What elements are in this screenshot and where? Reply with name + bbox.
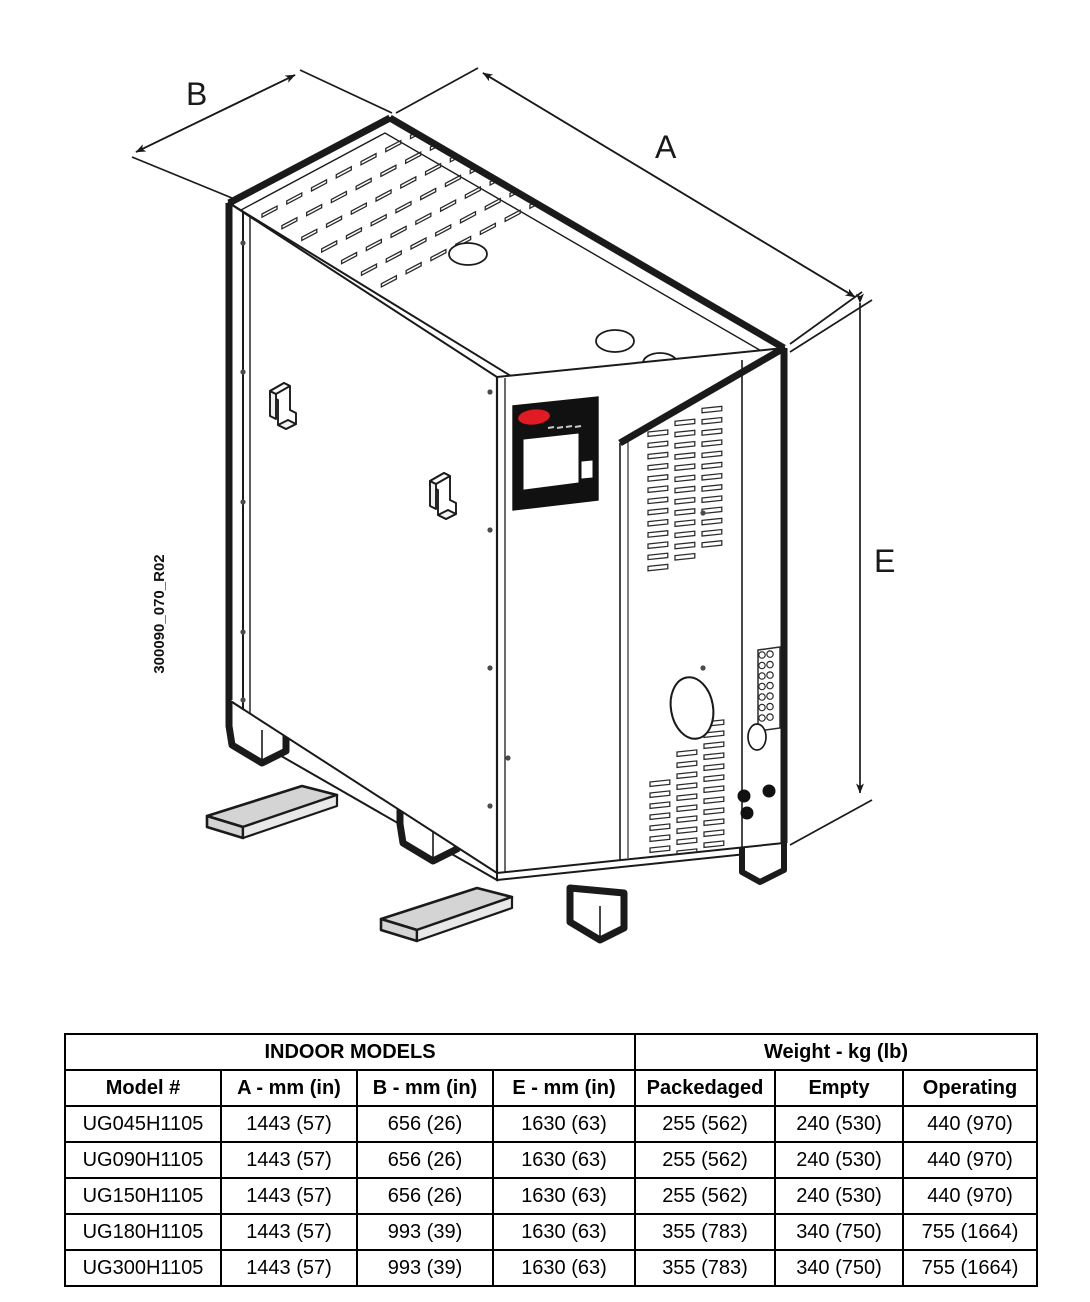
top-knockout-2 <box>595 329 635 353</box>
top-panel-seam <box>240 132 771 357</box>
column-header-e: E - mm (in) <box>492 1069 636 1107</box>
cell-operating: 440 (970) <box>902 1105 1038 1143</box>
b-dimension-arrow-2 <box>135 74 296 153</box>
cabinet-top-left-edge <box>227 114 392 207</box>
cell-a: 1443 (57) <box>220 1213 358 1251</box>
cell-e: 1630 (63) <box>492 1213 636 1251</box>
cell-model: UG150H1105 <box>64 1177 222 1215</box>
control-panel-display <box>523 433 579 490</box>
access-opening <box>669 676 715 740</box>
door-handle-upper <box>269 382 297 430</box>
door-handle-lower <box>429 472 457 520</box>
cell-model: UG045H1105 <box>64 1105 222 1143</box>
group-header-indoor-models: INDOOR MODELS <box>64 1033 636 1071</box>
table-row: UG090H1105 1443 (57) 656 (26) 1630 (63) … <box>64 1141 1038 1179</box>
specification-table: INDOOR MODELS Weight - kg (lb) Model # A… <box>64 1033 1038 1287</box>
e-extension-line-bottom <box>789 799 873 846</box>
b-extension-line-2 <box>299 69 393 114</box>
cell-packaged: 255 (562) <box>634 1141 776 1179</box>
cell-e: 1630 (63) <box>492 1177 636 1215</box>
cell-model: UG090H1105 <box>64 1141 222 1179</box>
cell-packaged: 255 (562) <box>634 1177 776 1215</box>
control-panel[interactable] <box>512 396 599 511</box>
cell-b: 993 (39) <box>356 1249 494 1287</box>
cell-model: UG300H1105 <box>64 1249 222 1287</box>
manufacturer-logo <box>518 409 550 425</box>
cell-a: 1443 (57) <box>220 1249 358 1287</box>
terminal-block <box>757 646 781 732</box>
models-weights-table: INDOOR MODELS Weight - kg (lb) Model # A… <box>64 1033 1038 1287</box>
column-header-b: B - mm (in) <box>356 1069 494 1107</box>
top-knockout-1 <box>448 242 488 266</box>
control-panel-button <box>581 460 593 479</box>
cell-empty: 240 (530) <box>774 1177 904 1215</box>
table-row: UG150H1105 1443 (57) 656 (26) 1630 (63) … <box>64 1177 1038 1215</box>
column-header-operating: Operating <box>902 1069 1038 1107</box>
column-header-empty: Empty <box>774 1069 904 1107</box>
port-dot-2 <box>762 784 776 798</box>
isometric-unit-drawing <box>131 67 873 944</box>
dimension-label-a: A <box>655 129 677 165</box>
cell-e: 1630 (63) <box>492 1105 636 1143</box>
cell-e: 1630 (63) <box>492 1141 636 1179</box>
port-dot-3 <box>740 806 754 820</box>
cell-a: 1443 (57) <box>220 1141 358 1179</box>
cell-empty: 240 (530) <box>774 1105 904 1143</box>
cell-operating: 440 (970) <box>902 1177 1038 1215</box>
cell-b: 656 (26) <box>356 1141 494 1179</box>
cell-empty: 240 (530) <box>774 1141 904 1179</box>
cell-operating: 755 (1664) <box>902 1213 1038 1251</box>
cell-operating: 440 (970) <box>902 1141 1038 1179</box>
cell-e: 1630 (63) <box>492 1249 636 1287</box>
dimension-label-e: E <box>874 543 896 579</box>
a-dimension-arrow-2 <box>482 72 856 298</box>
dimension-lines <box>131 67 873 846</box>
cabinet-top-right-edge <box>618 344 786 447</box>
port-dot-1 <box>737 789 751 803</box>
cell-a: 1443 (57) <box>220 1105 358 1143</box>
cell-packaged: 355 (783) <box>634 1249 776 1287</box>
a-extension-line <box>395 67 479 114</box>
small-knockout <box>747 723 767 751</box>
drawing-number-label: 300090_070_R02 <box>151 554 168 674</box>
column-header-a: A - mm (in) <box>220 1069 358 1107</box>
shipping-bracket-right <box>379 886 514 943</box>
cell-packaged: 255 (562) <box>634 1105 776 1143</box>
fastener-dots <box>240 240 706 809</box>
table-row: UG300H1105 1443 (57) 993 (39) 1630 (63) … <box>64 1249 1038 1287</box>
technical-drawing: B A E 300090_070_R02 <box>131 67 896 944</box>
cell-empty: 340 (750) <box>774 1213 904 1251</box>
shipping-bracket-left <box>205 784 339 840</box>
group-header-weight: Weight - kg (lb) <box>634 1033 1038 1071</box>
cell-b: 993 (39) <box>356 1213 494 1251</box>
dimension-label-b: B <box>186 76 208 112</box>
cell-empty: 340 (750) <box>774 1249 904 1287</box>
cell-packaged: 355 (783) <box>634 1213 776 1251</box>
cell-b: 656 (26) <box>356 1177 494 1215</box>
cell-model: UG180H1105 <box>64 1213 222 1251</box>
column-header-packaged: Packedaged <box>634 1069 776 1107</box>
cell-operating: 755 (1664) <box>902 1249 1038 1287</box>
column-header-model: Model # <box>64 1069 222 1107</box>
a-extension-line-2 <box>789 291 863 345</box>
cell-b: 656 (26) <box>356 1105 494 1143</box>
cabinet-top-back-edge <box>388 114 786 352</box>
cell-a: 1443 (57) <box>220 1177 358 1215</box>
base-foot-right <box>566 884 628 944</box>
table-group-header-row: INDOOR MODELS Weight - kg (lb) <box>64 1033 1038 1071</box>
upper-louver-bank <box>647 405 723 572</box>
table-column-header-row: Model # A - mm (in) B - mm (in) E - mm (… <box>64 1069 1038 1107</box>
table-row: UG045H1105 1443 (57) 656 (26) 1630 (63) … <box>64 1105 1038 1143</box>
b-extension-line <box>131 156 233 199</box>
brand-wordmark <box>547 425 582 429</box>
table-row: UG180H1105 1443 (57) 993 (39) 1630 (63) … <box>64 1213 1038 1251</box>
